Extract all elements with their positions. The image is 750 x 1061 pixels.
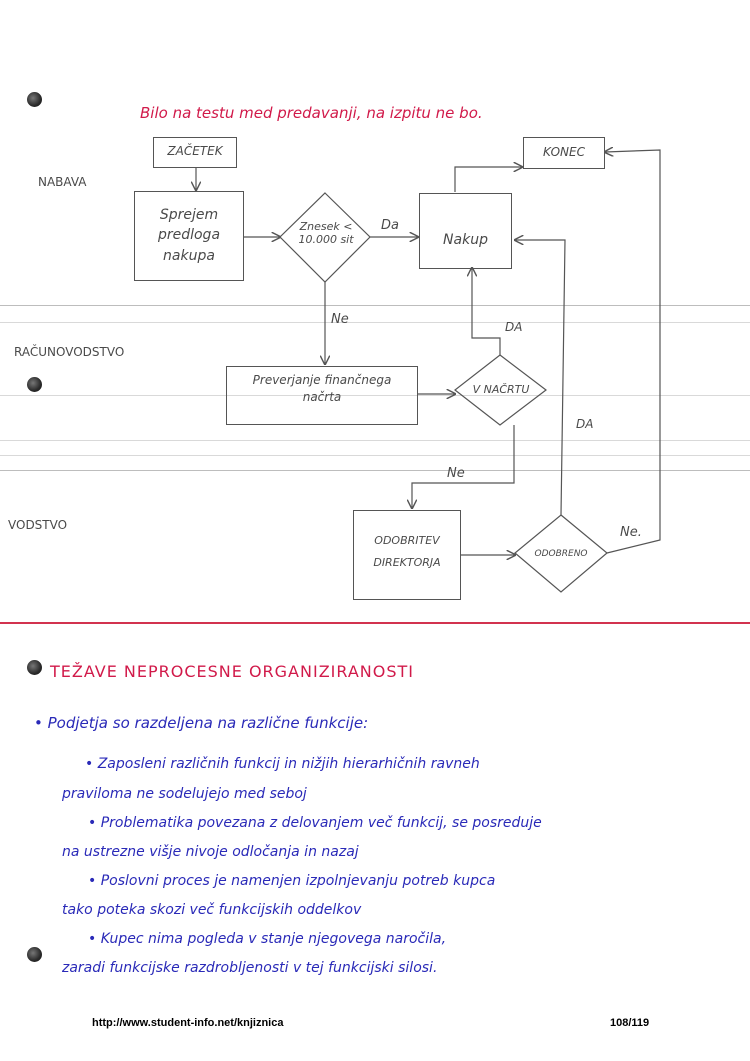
end-label: KONEC (543, 145, 585, 159)
approval-label: ODOBRITEV DIREKTORJA (373, 534, 441, 569)
lane-label-vodstvo: VODSTVO (8, 518, 68, 532)
yes-label-approved: DA (576, 417, 594, 431)
arrow-approved-to-end (605, 150, 661, 554)
note-line-3: praviloma ne sodelujejo med seboj (62, 786, 307, 802)
note-line-1: • Podjetja so razdeljena na različne fun… (34, 714, 369, 732)
arrow-plan-to-approval (412, 425, 515, 508)
flowchart-connectors (0, 0, 661, 593)
end-box (523, 137, 605, 169)
check-plan-box (226, 366, 418, 425)
yes-label-amount: Da (381, 218, 399, 233)
check-plan-label: Preverjanje finančnega načrta (252, 373, 392, 405)
punch-hole-icon (27, 660, 42, 675)
receive-proposal-label: Sprejem predloga nakupa (157, 207, 221, 264)
purchase-box (419, 193, 512, 269)
arrow-approved-to-purchase (515, 240, 566, 516)
ruled-line (0, 305, 750, 306)
note-line-5: na ustrezne višje nivoje odločanja in na… (62, 844, 359, 860)
purchase-label: Nakup (443, 232, 488, 248)
note-line-7: tako poteka skozi več funkcijskih oddelk… (62, 902, 362, 918)
footer-page-number: 108/119 (610, 1017, 650, 1029)
lane-label-nabava: NABAVA (38, 175, 87, 189)
approval-box (353, 510, 461, 600)
arrow-plan-to-purchase (472, 268, 501, 355)
note-line-2: • Zaposleni različnih funkcij in nižjih … (85, 756, 480, 772)
punch-hole-icon (27, 377, 42, 392)
punch-hole-icon (27, 92, 42, 107)
decision-plan-diamond (454, 354, 547, 426)
decision-plan-label: V NAČRTU (472, 383, 530, 396)
decision-amount-label: Znesek < 10.000 sit (298, 220, 354, 247)
ruled-line (0, 440, 750, 441)
note-line-4: • Problematika povezana z delovanjem več… (88, 815, 542, 831)
receive-proposal-box (134, 191, 244, 281)
no-label-approved: Ne. (620, 525, 642, 540)
note-line-6: • Poslovni proces je namenjen izpolnjeva… (88, 873, 496, 889)
no-label-amount: Ne (331, 312, 349, 327)
start-box (153, 137, 237, 168)
no-label-plan: Ne (447, 466, 465, 481)
note-line-8: • Kupec nima pogleda v stanje njegovega … (88, 931, 447, 947)
section-title: TEŽAVE NEPROCESNE ORGANIZIRANOSTI (50, 662, 414, 681)
top-note: Bilo na testu med predavanji, na izpitu … (140, 104, 483, 122)
red-divider-line (0, 622, 750, 624)
lane-label-racunovodstvo: RAČUNOVODSTVO (14, 345, 125, 359)
ruled-line (0, 455, 750, 456)
note-line-9: zaradi funkcijske razdrobljenosti v tej … (62, 960, 438, 976)
yes-label-plan: DA (505, 320, 523, 334)
footer-url[interactable]: http://www.student-info.net/knjiznica (92, 1017, 284, 1029)
arrow-purchase-to-end (454, 167, 522, 192)
ruled-line (0, 470, 750, 471)
ruled-line (0, 395, 750, 396)
start-label: ZAČETEK (167, 144, 223, 158)
punch-hole-icon (27, 947, 42, 962)
decision-approved-diamond (514, 514, 608, 593)
decision-approved-label: ODOBRENO (534, 549, 588, 559)
ruled-line (0, 322, 750, 323)
